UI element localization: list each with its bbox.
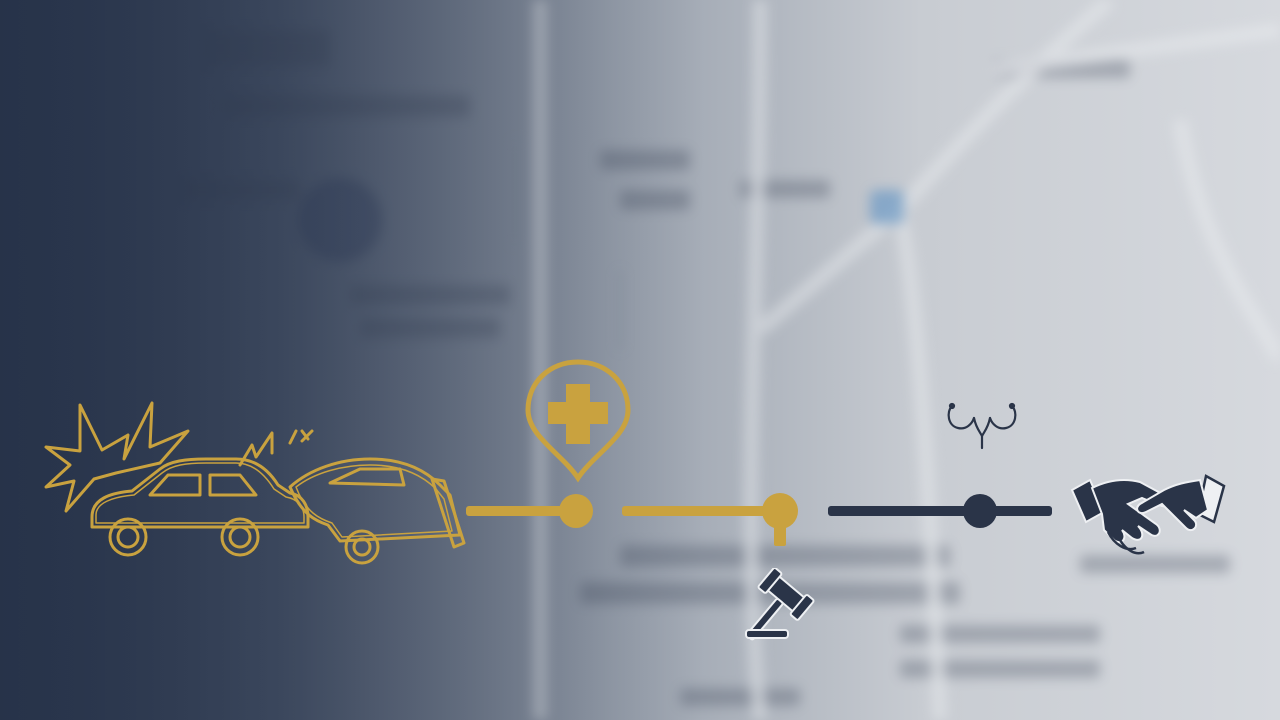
timeline-connector-1 (466, 492, 596, 532)
gavel-icon (740, 568, 835, 648)
handshake-icon (1068, 470, 1228, 562)
timeline-connector-3 (828, 492, 1054, 532)
car-crash-icon (40, 395, 480, 570)
stethoscope-icon (944, 398, 1020, 452)
medical-location-pin-icon (522, 358, 634, 483)
timeline-connector-2 (622, 490, 804, 550)
